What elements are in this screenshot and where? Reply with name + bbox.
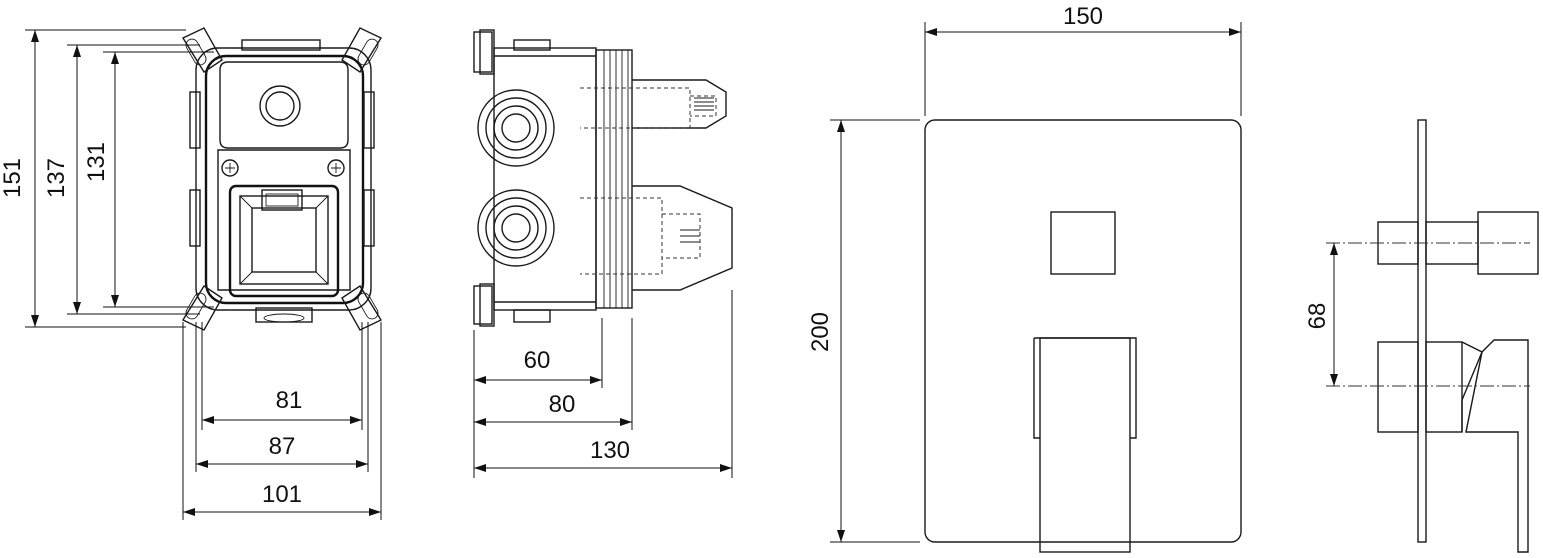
mounting-ear-bottom-right (341, 285, 383, 331)
concealed-box-front-view (181, 27, 383, 331)
dimension-lines-plate (830, 22, 1242, 543)
dim-label-131: 131 (83, 142, 110, 182)
dim-label-101: 101 (262, 481, 302, 508)
dim-label-200: 200 (807, 312, 834, 352)
trim-plate-side-view (1377, 119, 1539, 553)
dim-label-151: 151 (0, 158, 26, 198)
dim-label-130: 130 (590, 437, 630, 464)
concealed-box-side-view (473, 29, 733, 327)
mixer-lever (1033, 337, 1137, 553)
dim-label-60: 60 (524, 347, 551, 374)
trim-plate-front-view (924, 119, 1242, 553)
screw-left-icon (221, 159, 239, 177)
dimension-lines-front (31, 30, 381, 516)
dim-label-68: 68 (1304, 303, 1331, 330)
dimension-lines-side (473, 290, 733, 478)
dim-label-150: 150 (1063, 3, 1103, 30)
dimension-lines-handle (1326, 242, 1530, 387)
inlet-bottom (477, 189, 555, 267)
mounting-ear-top-right (341, 27, 383, 73)
dim-label-87: 87 (269, 433, 296, 460)
dim-label-81: 81 (276, 387, 303, 414)
diverter-knob (1050, 211, 1116, 275)
inlet-top (477, 89, 555, 167)
dim-label-137: 137 (43, 158, 70, 198)
mounting-ear-bottom-left (181, 285, 223, 331)
screw-right-icon (327, 159, 345, 177)
dim-label-80: 80 (549, 391, 576, 418)
extension-lines-front (25, 29, 382, 520)
mounting-ear-top-left (181, 27, 223, 73)
